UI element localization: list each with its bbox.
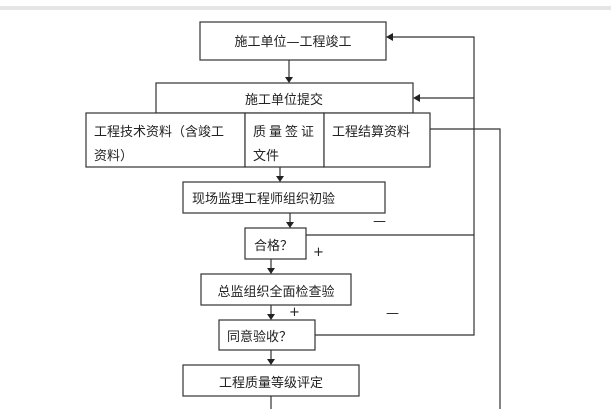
plus-mark-qualified: + (313, 245, 324, 260)
top-band (0, 6, 611, 10)
plus-mark-inspection: + (289, 305, 300, 320)
node-completion-box (199, 21, 387, 61)
node-initial-check-box (182, 181, 386, 214)
node-submit-box (155, 82, 414, 114)
node-qualified-box (244, 227, 307, 260)
node-settlement-docs-label: 工程结算资料 (332, 125, 410, 140)
node-accept-label: 同意验收？ (227, 329, 292, 345)
minus-mark-inspection: — (386, 306, 399, 321)
node-full-inspection-label: 总监组织全面检查验 (217, 284, 334, 300)
node-qualified-label: 合格？ (254, 238, 293, 254)
node-full-inspection-box (200, 273, 352, 306)
node-accept-box (218, 319, 316, 351)
minus-mark-initial: — (373, 214, 386, 229)
node-quality-docs-label-1: 质量签证 (253, 124, 317, 140)
node-completion-label: 施工单位—工程竣工 (234, 35, 351, 50)
connector-arrows (267, 60, 294, 409)
node-tech-docs-label-1: 工程技术资料（含竣工 (94, 124, 224, 140)
node-tech-docs-label-2: 资料） (94, 149, 133, 164)
node-grading-label: 工程质量等级评定 (219, 375, 323, 391)
node-quality-docs-box (244, 112, 325, 168)
node-settlement-docs-box (323, 112, 431, 168)
node-initial-check-label: 现场监理工程师组织初验 (192, 191, 335, 207)
node-submit-label: 施工单位提交 (245, 92, 323, 108)
node-quality-docs-label-2: 文件 (253, 149, 279, 164)
feedback-lines (306, 33, 501, 409)
